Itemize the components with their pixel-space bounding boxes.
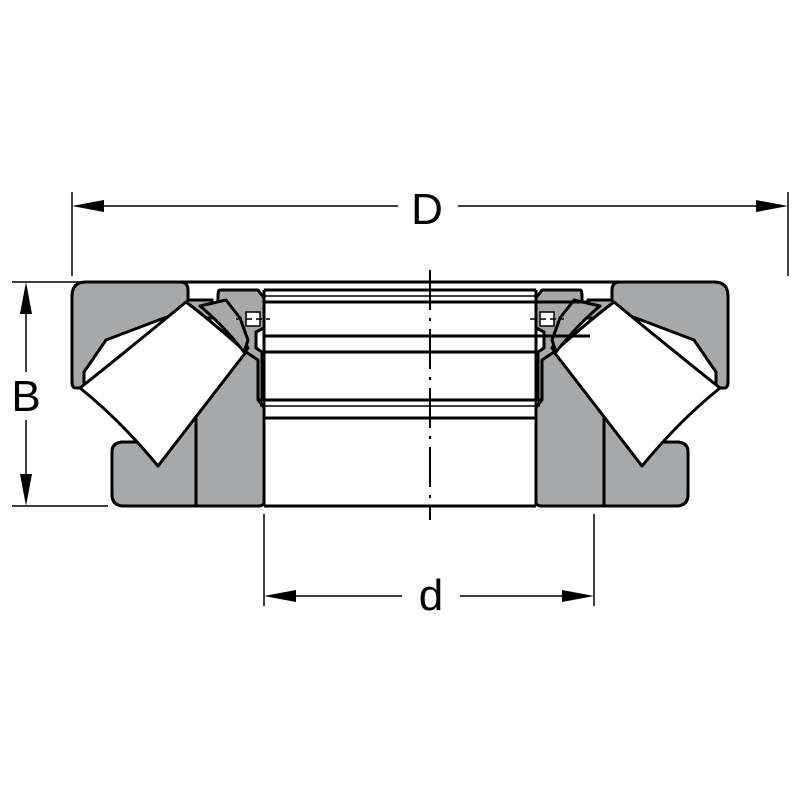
dim-B-arrow-top bbox=[20, 282, 32, 314]
dim-d-arrow-left bbox=[264, 590, 296, 602]
dim-D-label: D bbox=[411, 185, 443, 234]
dim-D-arrow-right bbox=[756, 200, 788, 212]
roller-right bbox=[552, 300, 722, 468]
cage-right bbox=[550, 298, 602, 354]
dim-d-arrow-right bbox=[562, 590, 594, 602]
dim-D-arrow-left bbox=[72, 200, 104, 212]
cage-left bbox=[198, 298, 250, 354]
bore-sleeve bbox=[264, 290, 536, 506]
roller-left bbox=[78, 300, 248, 468]
dim-B-arrow-bottom bbox=[20, 474, 32, 506]
dim-B-label: B bbox=[11, 372, 40, 421]
dim-d-label: d bbox=[419, 571, 443, 620]
